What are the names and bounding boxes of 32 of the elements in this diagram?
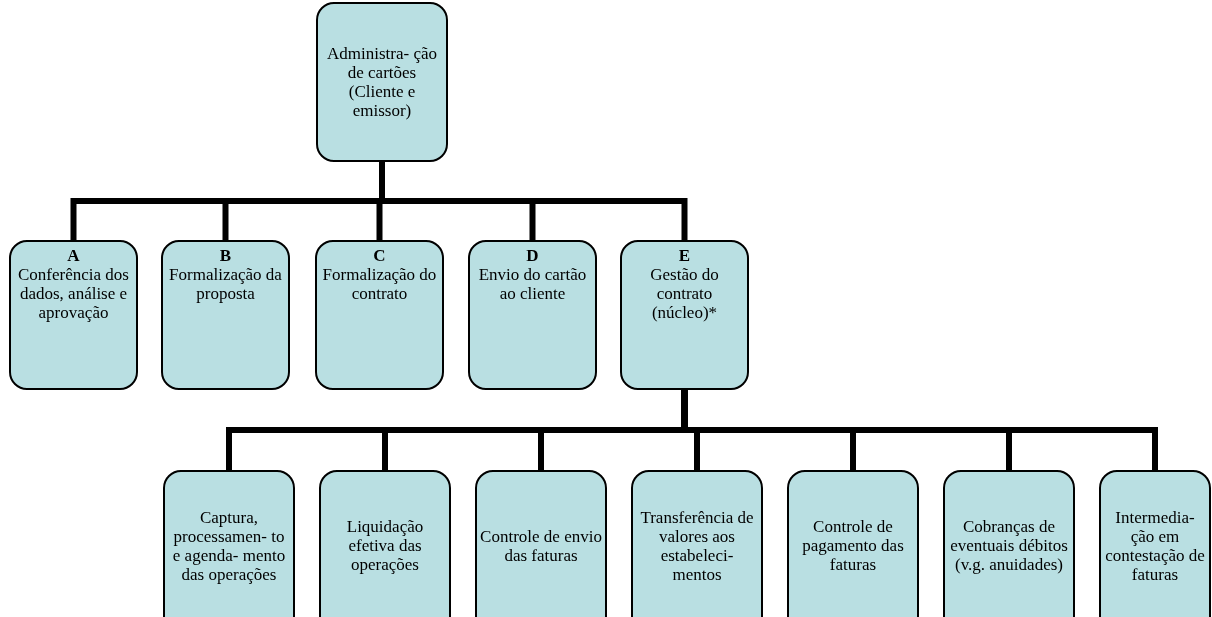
box-letter: E	[678, 246, 691, 265]
box-label: Formalização da proposta	[168, 265, 283, 303]
box-label: Intermedia- ção em contestação de faturas	[1104, 507, 1206, 584]
box-letter: C	[373, 246, 386, 265]
process-box	[319, 470, 451, 617]
process-box	[316, 2, 448, 162]
box-label: Cobranças de eventuais débitos (v.g. anuidades)	[949, 517, 1069, 574]
box-label: Gestão do contrato (núcleo)*	[649, 265, 720, 322]
box-label: Envio do cartão ao cliente	[477, 265, 588, 303]
box-label: Liquidação efetiva das operações	[345, 517, 425, 574]
process-box	[315, 240, 444, 390]
box-label: Controle de pagamento das faturas	[801, 517, 905, 574]
box-label: Controle de envio das faturas	[480, 526, 602, 565]
process-box	[163, 470, 295, 617]
connector-line	[681, 390, 1158, 470]
process-box	[161, 240, 290, 390]
box-label: Formalização do contrato	[321, 265, 438, 303]
box-label: Transferência de valores aos estabeleci- mentos	[639, 507, 755, 584]
process-box	[620, 240, 749, 390]
box-letter: B	[219, 246, 232, 265]
box-label: Administra- ção de cartões (Cliente e emissor)	[326, 44, 438, 120]
box-label: Captura, processamen- to e agenda- mento das operações	[171, 507, 287, 584]
box-label: Conferência dos dados, análise e aprovação	[17, 265, 130, 322]
process-box	[631, 470, 763, 617]
process-box	[468, 240, 597, 390]
process-box	[1099, 470, 1211, 617]
process-box	[787, 470, 919, 617]
box-letter: D	[526, 246, 539, 265]
box-letter: A	[67, 246, 80, 265]
process-box	[475, 470, 607, 617]
process-box	[943, 470, 1075, 617]
process-box	[9, 240, 138, 390]
